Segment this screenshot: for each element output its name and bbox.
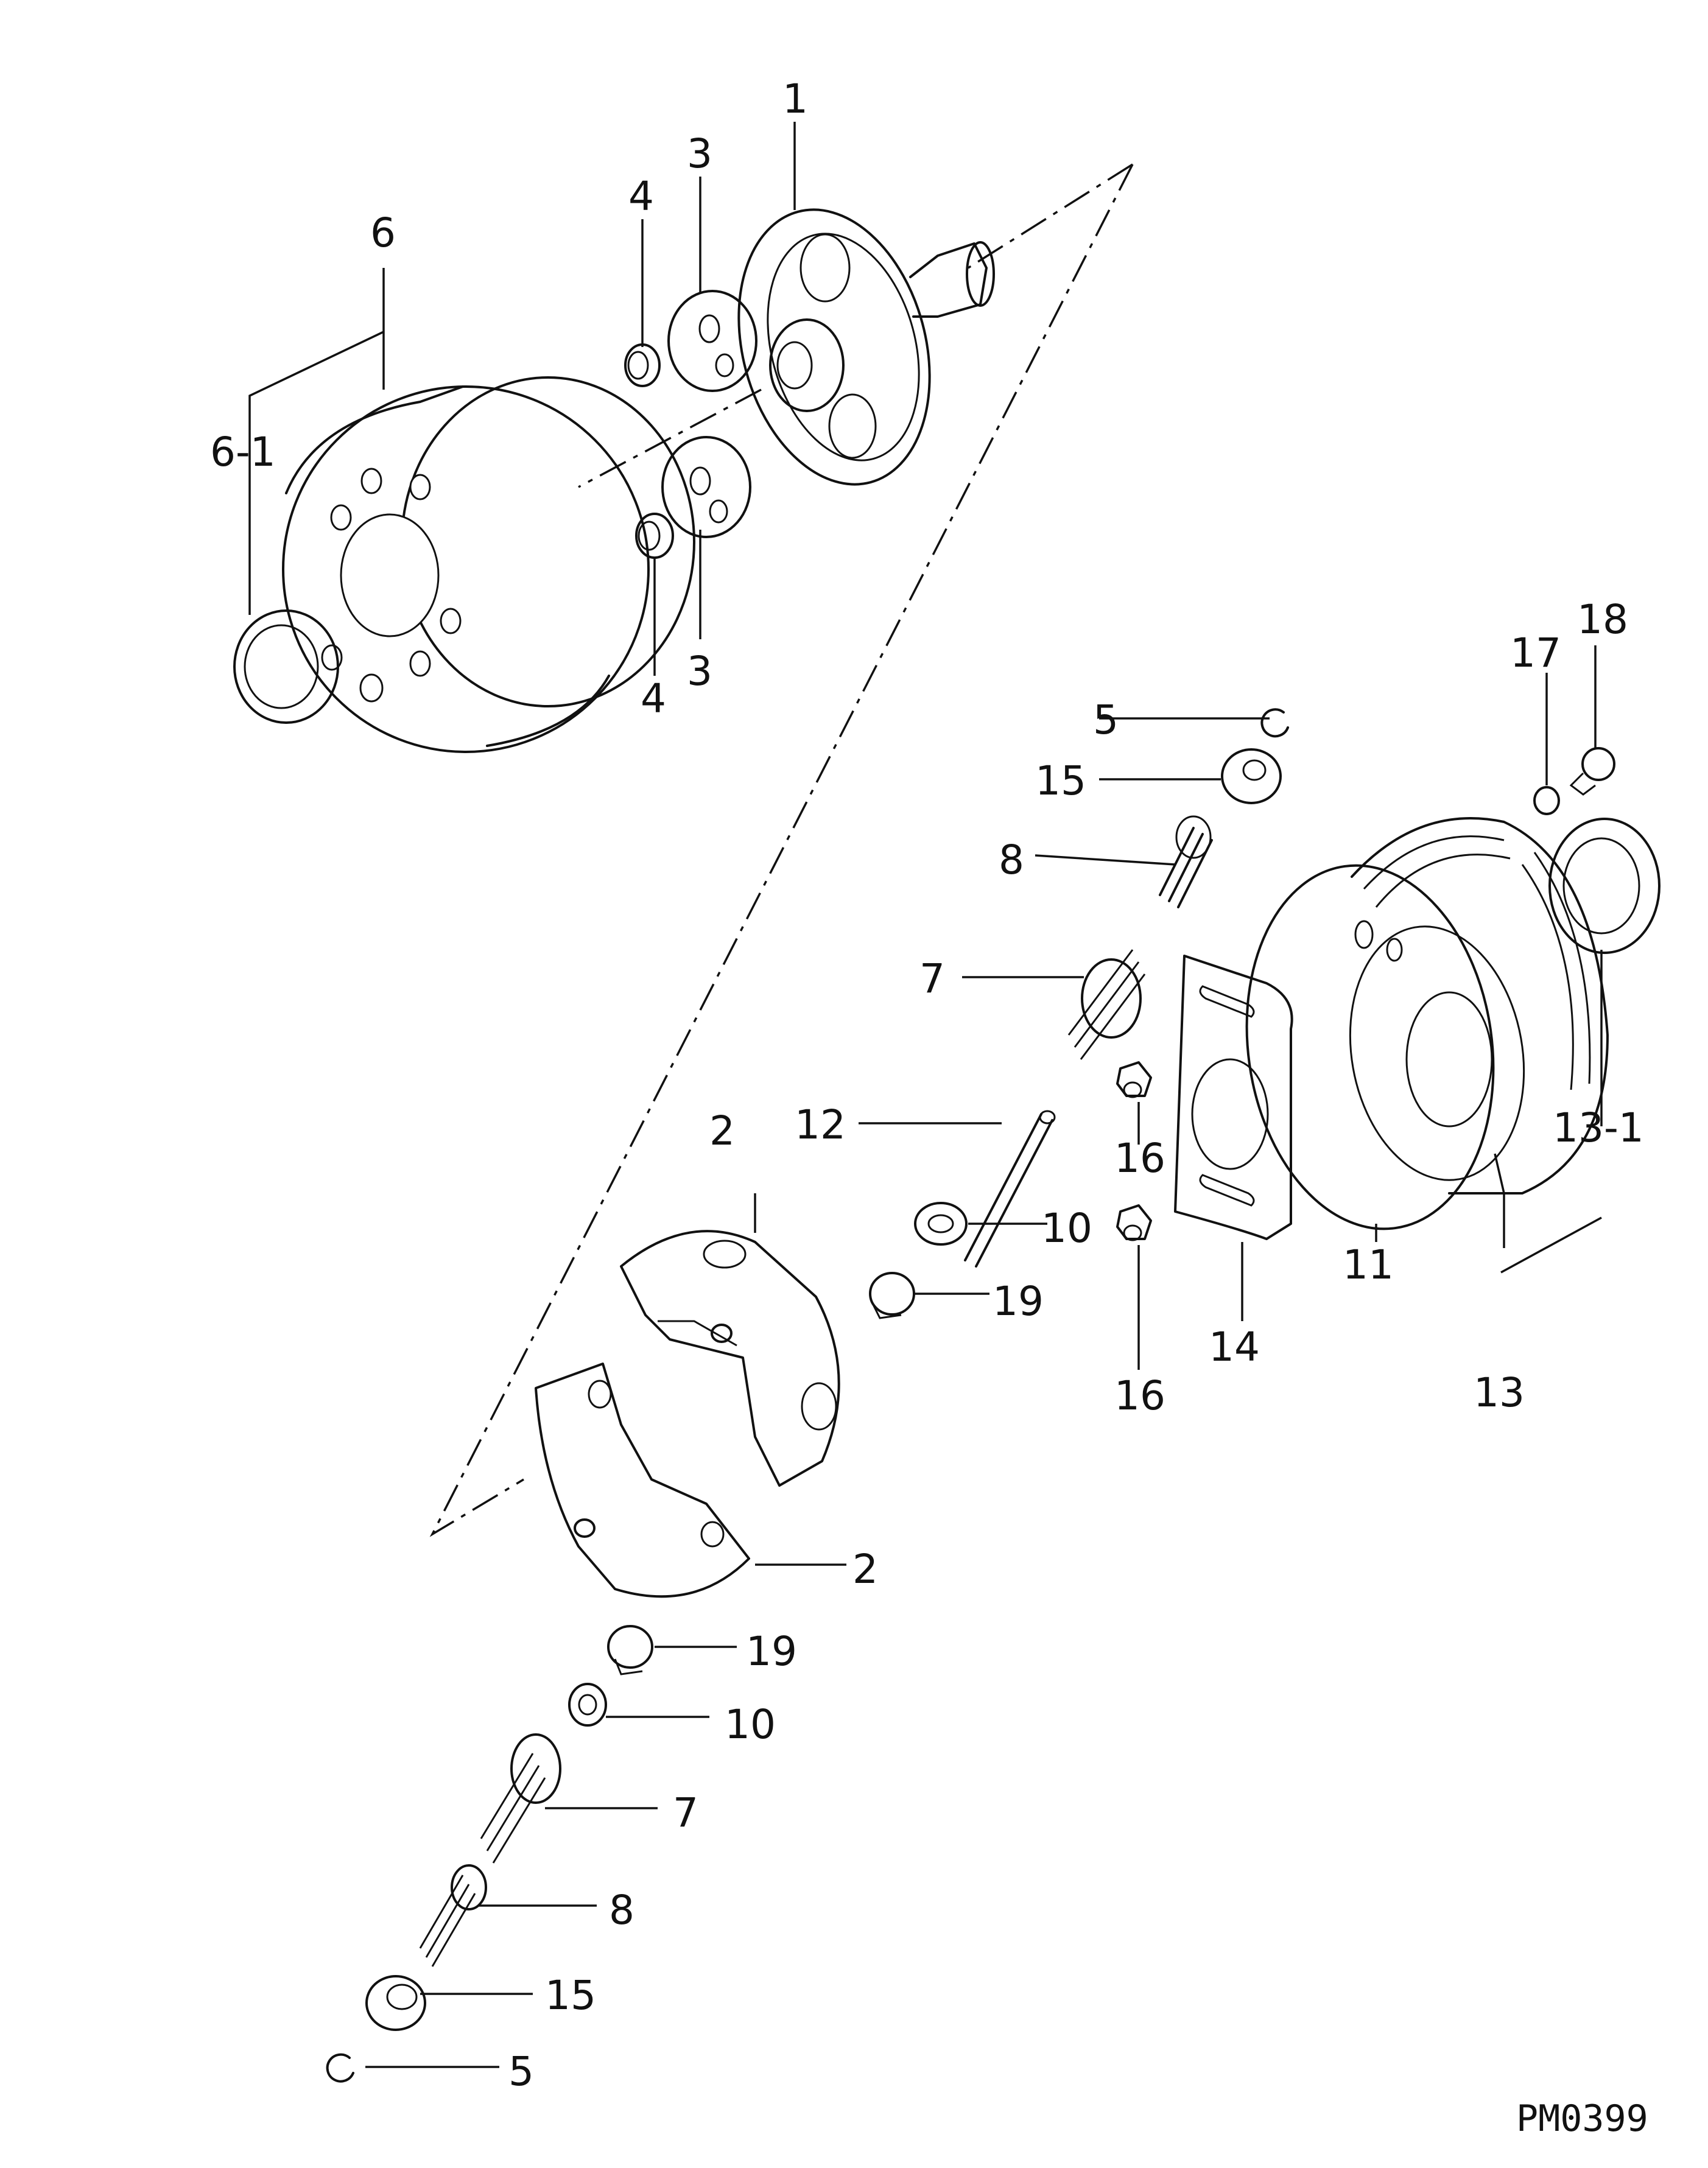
callout-4-upper: 4 [628,173,654,220]
callout-3-lower: 3 [687,648,712,695]
part-11-disc-cover[interactable] [1224,849,1516,1245]
part-10-washer-upper[interactable] [914,1202,968,1246]
part-6-drum-housing[interactable] [282,376,695,753]
part-15-spring-seat-lower[interactable] [365,1975,426,2031]
callout-4-lower: 4 [641,675,666,722]
callout-2-upper: 2 [709,1107,735,1154]
part-16-nipple-upper[interactable] [1116,1061,1152,1098]
diagram-code: PM0399 [1516,2097,1648,2140]
part-2-coupling-half-lower[interactable] [535,1363,750,1598]
callout-19-upper: 19 [993,1278,1044,1325]
part-3-damper-block-upper[interactable] [667,290,757,392]
callout-15-upper: 15 [1035,757,1086,804]
part-5-snap-ring-upper[interactable] [1260,708,1289,738]
part-7-outer-spring-upper[interactable] [1067,949,1146,1060]
part-6-1-seal[interactable] [233,609,339,724]
callout-10-upper: 10 [1041,1205,1092,1252]
part-4-pin-upper[interactable] [624,343,661,387]
part-13-pulley-drum[interactable] [1331,817,1609,1195]
callout-1: 1 [782,75,808,122]
callout-11: 11 [1343,1241,1394,1288]
callout-8-lower: 8 [609,1887,634,1934]
callout-17: 17 [1510,630,1561,676]
part-19-pin-upper[interactable] [869,1272,915,1319]
part-5-snap-ring-lower[interactable] [326,2053,354,2083]
callout-5-lower: 5 [508,2048,534,2095]
callout-2-lower: 2 [852,1546,878,1593]
callout-13-1: 13-1 [1553,1104,1644,1151]
part-3-damper-block-lower[interactable] [661,436,751,538]
part-19-pin-lower[interactable] [607,1625,653,1675]
part-18-screw[interactable] [1569,747,1615,796]
callout-15-lower: 15 [545,1972,596,2019]
callout-5-upper: 5 [1093,696,1119,743]
callout-6: 6 [370,209,396,256]
part-16-nipple-lower[interactable] [1116,1204,1152,1241]
leader-lines [248,122,1603,2068]
callout-8-upper: 8 [999,837,1024,883]
callout-18: 18 [1577,596,1628,643]
assembly-axis [429,163,1134,1537]
callout-16-upper: 16 [1114,1135,1165,1182]
part-15-spring-seat-upper[interactable] [1221,748,1282,804]
callout-13: 13 [1474,1369,1525,1416]
callout-7-upper: 7 [919,955,945,1002]
callout-labels: 1 3 4 6 6-1 3 4 5 15 8 7 12 2 10 19 16 1… [210,75,1644,2095]
part-13-1-seal[interactable] [1548,818,1661,954]
part-8-inner-spring-upper[interactable] [1159,815,1213,908]
callout-19-lower: 19 [746,1628,797,1675]
part-2-coupling-half-upper[interactable] [620,1230,840,1487]
part-12-rod[interactable] [964,1110,1056,1268]
callout-16-lower: 16 [1114,1372,1165,1419]
callout-14: 14 [1209,1324,1260,1370]
part-8-inner-spring-lower[interactable] [419,1864,487,1967]
part-7-outer-spring-lower[interactable] [480,1733,561,1864]
callout-12: 12 [795,1101,846,1148]
part-10-washer-lower[interactable] [568,1683,607,1727]
callout-7-lower: 7 [673,1789,698,1836]
callout-3-upper: 3 [687,130,712,177]
callout-6-1: 6-1 [210,429,276,475]
callout-10-lower: 10 [725,1701,776,1748]
part-14-plate[interactable] [1174,955,1293,1240]
part-1-flange-shaft[interactable] [710,188,995,506]
part-17-washer[interactable] [1533,786,1560,815]
